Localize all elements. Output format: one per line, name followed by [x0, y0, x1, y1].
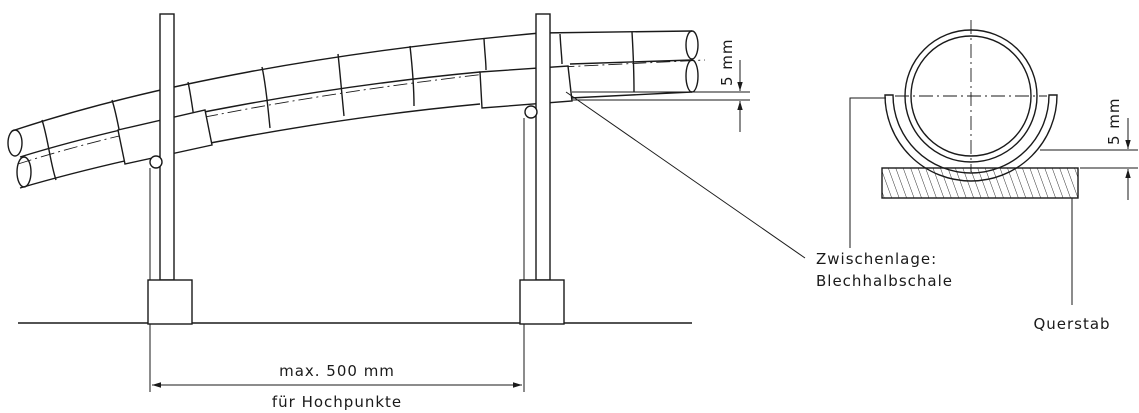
- side-view: max. 500 mm für Hochpunkte 5 mm: [7, 13, 806, 411]
- interlayer-label-line2: Blechhalbschale: [816, 272, 953, 290]
- saddle-shell-right: [479, 65, 573, 109]
- pipe-section-inner: [910, 35, 1032, 157]
- support-post-left: [147, 13, 193, 325]
- gap-dimension-left-label: 5 mm: [718, 38, 736, 86]
- span-dimension: max. 500 mm für Hochpunkte: [149, 324, 525, 411]
- support-post-right: [519, 13, 565, 325]
- gap-dimension-right-label: 5 mm: [1105, 97, 1123, 145]
- segment-joints: [41, 31, 635, 181]
- crossbar-section: [881, 167, 1079, 199]
- pipe-bundle: [7, 30, 706, 189]
- span-caption: für Hochpunkte: [272, 393, 402, 411]
- gap-dimension-left: 5 mm: [572, 38, 750, 132]
- interlayer-leader-right: [849, 97, 886, 248]
- crossbar-label: Querstab: [1033, 315, 1110, 333]
- interlayer-label-line1: Zwischenlage:: [816, 250, 937, 268]
- cross-section-view: 5 mm: [849, 20, 1138, 305]
- interlayer-leader-left: [565, 91, 806, 259]
- span-dimension-label: max. 500 mm: [279, 362, 395, 380]
- gap-dimension-right: 5 mm: [1040, 97, 1138, 200]
